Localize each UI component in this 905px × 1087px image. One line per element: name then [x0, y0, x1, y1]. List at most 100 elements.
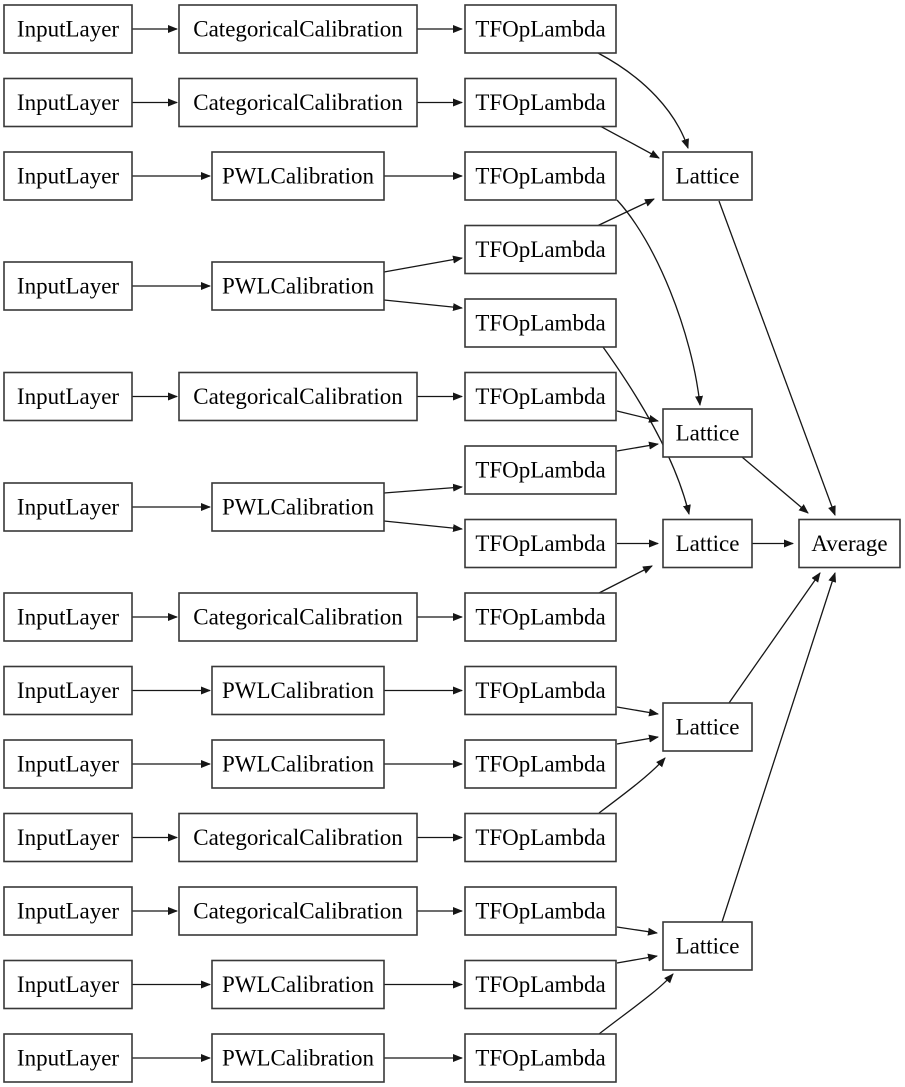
node-label: PWLCalibration [222, 1046, 375, 1071]
node-tfop-lambda-12: TFOpLambda [464, 812, 617, 863]
node-label: TFOpLambda [475, 972, 605, 997]
node-label: TFOpLambda [475, 605, 605, 630]
node-pwl-calibration-2: PWLCalibration [211, 261, 385, 311]
node-tfop-lambda-3: TFOpLambda [464, 151, 617, 201]
node-input-layer-4: InputLayer [3, 261, 133, 311]
node-label: InputLayer [17, 678, 120, 703]
node-pwl-calibration-7: PWLCalibration [211, 1033, 385, 1083]
edge-t11-lat3 [598, 757, 666, 814]
node-label: InputLayer [17, 972, 120, 997]
node-categorical-calibration-6: CategoricalCalibration [178, 886, 418, 936]
node-pwl-calibration-6: PWLCalibration [211, 959, 385, 1010]
node-input-layer-7: InputLayer [3, 592, 133, 642]
node-tfop-lambda-11: TFOpLambda [464, 739, 617, 789]
node-label: InputLayer [17, 605, 120, 630]
node-tfop-lambda-5: TFOpLambda [464, 298, 617, 348]
edge-lat1-avg [741, 456, 809, 514]
edge-t4-lat2 [602, 346, 691, 515]
edge-c3-t3 [383, 255, 463, 273]
edge-t3-lat0 [596, 198, 655, 227]
node-tfop-lambda-2: TFOpLambda [464, 77, 617, 128]
node-label: Lattice [676, 934, 740, 959]
edge-c5-t6 [383, 483, 463, 494]
node-label: Average [811, 531, 887, 556]
node-label: InputLayer [17, 752, 120, 777]
node-tfop-lambda-13: TFOpLambda [464, 886, 617, 936]
node-label: Lattice [676, 531, 740, 556]
node-label: TFOpLambda [475, 458, 605, 483]
node-label: PWLCalibration [222, 972, 375, 997]
node-label: CategoricalCalibration [193, 605, 403, 630]
node-label: TFOpLambda [475, 90, 605, 115]
node-input-layer-10: InputLayer [3, 812, 133, 863]
node-label: TFOpLambda [475, 531, 605, 556]
node-label: CategoricalCalibration [193, 17, 403, 42]
edge-lat4-avg [721, 572, 837, 923]
edge-t8-lat2 [598, 565, 653, 594]
node-pwl-calibration-3: PWLCalibration [211, 482, 385, 532]
node-label: TFOpLambda [475, 164, 605, 189]
node-pwl-calibration-5: PWLCalibration [211, 739, 385, 789]
node-categorical-calibration-2: CategoricalCalibration [178, 77, 418, 128]
node-input-layer-12: InputLayer [3, 959, 133, 1010]
node-label: PWLCalibration [222, 495, 375, 520]
node-label: Lattice [676, 164, 740, 189]
node-label: CategoricalCalibration [193, 90, 403, 115]
node-label: TFOpLambda [475, 311, 605, 336]
node-tfop-lambda-8: TFOpLambda [464, 518, 617, 569]
node-lattice-2: Lattice [662, 408, 753, 458]
node-tfop-lambda-15: TFOpLambda [464, 1033, 617, 1083]
node-tfop-lambda-1: TFOpLambda [464, 4, 617, 54]
node-label: InputLayer [17, 825, 120, 850]
node-label: TFOpLambda [475, 1046, 605, 1071]
node-input-layer-8: InputLayer [3, 665, 133, 716]
node-input-layer-9: InputLayer [3, 739, 133, 789]
node-average: Average [798, 518, 901, 569]
edge-lat0-avg [718, 200, 836, 516]
node-label: PWLCalibration [222, 164, 375, 189]
node-lattice-4: Lattice [662, 702, 753, 752]
node-label: TFOpLambda [475, 237, 605, 262]
node-tfop-lambda-14: TFOpLambda [464, 959, 617, 1010]
edge-t13-lat4 [616, 953, 658, 964]
node-tfop-lambda-9: TFOpLambda [464, 592, 617, 642]
node-label: Lattice [676, 715, 740, 740]
edge-c5-t7 [383, 520, 463, 533]
node-input-layer-2: InputLayer [3, 77, 133, 128]
node-input-layer-5: InputLayer [3, 371, 133, 422]
node-label: Lattice [676, 421, 740, 446]
node-label: InputLayer [17, 90, 120, 115]
node-input-layer-3: InputLayer [3, 151, 133, 201]
node-tfop-lambda-4: TFOpLambda [464, 224, 617, 275]
node-label: TFOpLambda [475, 752, 605, 777]
node-input-layer-13: InputLayer [3, 1033, 133, 1083]
node-lattice-3: Lattice [662, 518, 753, 569]
node-label: PWLCalibration [222, 678, 375, 703]
edge-t0-lat0 [597, 52, 689, 149]
node-label: InputLayer [17, 899, 120, 924]
node-label: TFOpLambda [475, 17, 605, 42]
node-tfop-lambda-7: TFOpLambda [464, 445, 617, 495]
node-label: TFOpLambda [475, 384, 605, 409]
node-label: InputLayer [17, 17, 120, 42]
node-label: CategoricalCalibration [193, 825, 403, 850]
edge-t2-lat1 [616, 199, 703, 406]
node-input-layer-6: InputLayer [3, 482, 133, 532]
node-categorical-calibration-4: CategoricalCalibration [178, 592, 418, 642]
node-label: CategoricalCalibration [193, 384, 403, 409]
node-label: InputLayer [17, 164, 120, 189]
node-pwl-calibration-1: PWLCalibration [211, 151, 385, 201]
node-lattice-1: Lattice [662, 151, 753, 201]
node-label: PWLCalibration [222, 752, 375, 777]
node-categorical-calibration-1: CategoricalCalibration [178, 4, 418, 54]
node-label: TFOpLambda [475, 899, 605, 924]
edge-t9-lat3 [616, 706, 659, 717]
edge-c3-t4 [383, 299, 463, 312]
node-label: TFOpLambda [475, 825, 605, 850]
node-input-layer-11: InputLayer [3, 886, 133, 936]
node-pwl-calibration-4: PWLCalibration [211, 665, 385, 716]
node-input-layer-1: InputLayer [3, 4, 133, 54]
node-tfop-lambda-10: TFOpLambda [464, 665, 617, 716]
node-label: CategoricalCalibration [193, 899, 403, 924]
